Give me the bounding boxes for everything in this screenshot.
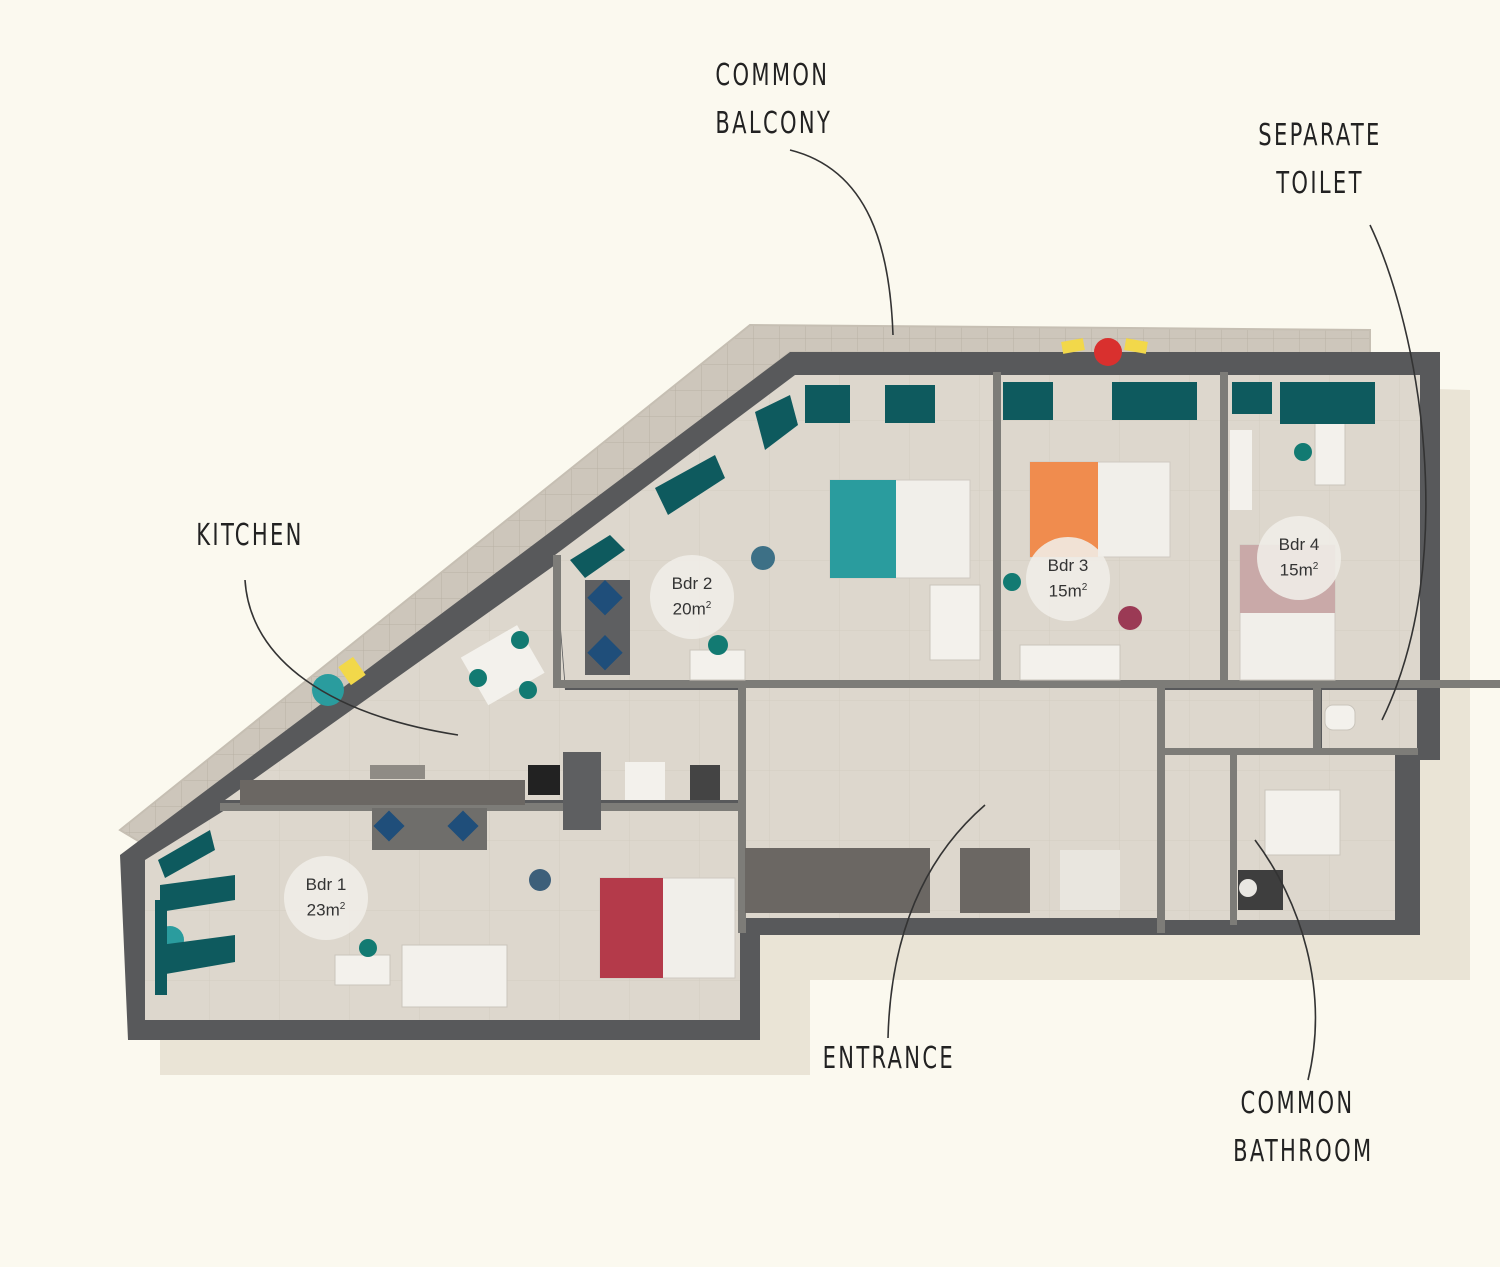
room-area: 23m2 [306,900,346,920]
room-name: Bdr 4 [1278,535,1320,555]
bedroom-2-furniture [585,479,981,681]
room-label-bedroom-3: Bdr 3 15m2 [1026,537,1110,621]
bedroom-4-furniture [1230,419,1346,681]
room-area: 15m2 [1048,581,1088,601]
callout-entrance: ENTRANCE [822,1041,956,1076]
curtains [155,382,1375,995]
room-name: Bdr 2 [671,574,713,594]
room-name: Bdr 3 [1047,556,1089,576]
room-name: Bdr 1 [305,875,347,895]
callout-kitchen: KITCHEN [196,518,304,553]
room-label-bedroom-1: Bdr 1 23m2 [284,856,368,940]
interior-walls [220,372,1500,933]
room-area: 20m2 [672,599,712,619]
room-area: 15m2 [1279,560,1319,580]
bathroom-fixtures [1238,704,1356,910]
callout-lines [244,149,1427,1081]
room-label-bedroom-2: Bdr 2 20m2 [650,555,734,639]
kitchen-furniture [240,625,720,830]
bedroom-1-furniture [156,808,736,1008]
room-label-bedroom-4: Bdr 4 15m2 [1257,516,1341,600]
entrance-furniture [745,848,1120,913]
